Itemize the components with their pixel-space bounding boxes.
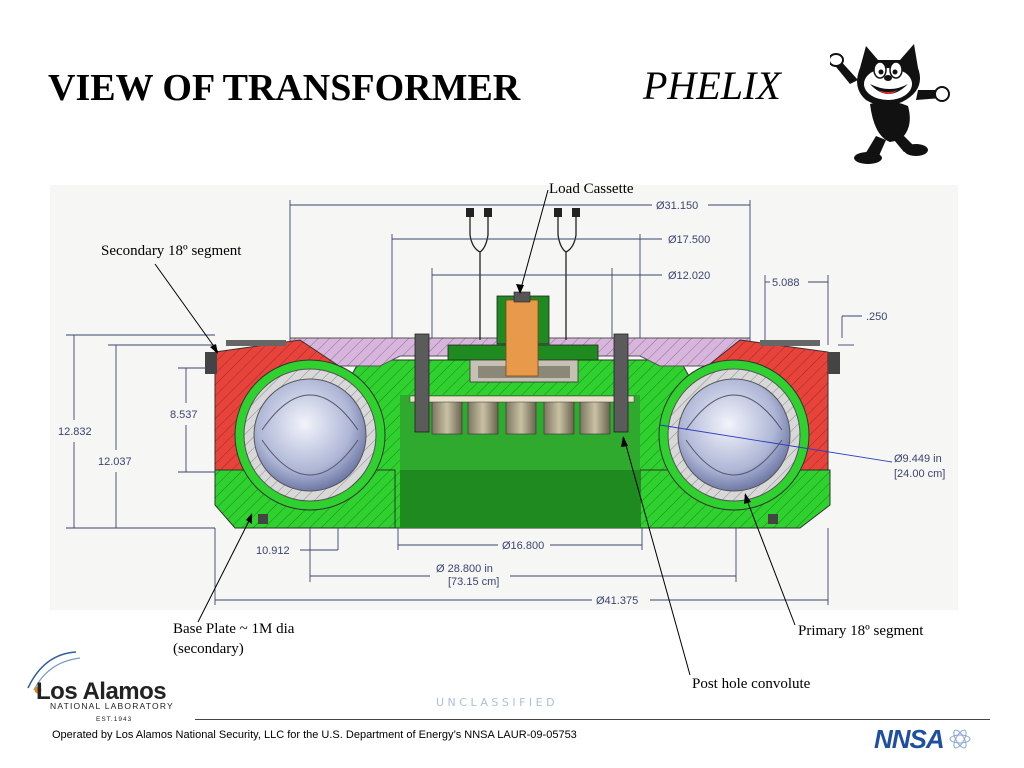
dim-16-800: Ø16.800 — [502, 540, 544, 552]
dim-12-037: 12.037 — [98, 456, 132, 468]
callout-load-cassette: Load Cassette — [549, 181, 634, 197]
dim-17-500: Ø17.500 — [668, 234, 710, 246]
dim-0-250: .250 — [866, 311, 887, 323]
inner-cylinders — [409, 395, 635, 435]
footer-divider — [195, 719, 990, 720]
callout-post-hole: Post hole convolute — [692, 676, 811, 692]
dim-9-449-in: Ø9.449 in — [894, 453, 942, 465]
dim-41-375: Ø41.375 — [596, 595, 638, 607]
dim-28-800-in: Ø 28.800 in — [436, 563, 493, 575]
primary-torus-right — [658, 359, 810, 511]
primary-torus-left — [234, 359, 386, 511]
dim-31-150: Ø31.150 — [656, 200, 698, 212]
post-left — [414, 333, 430, 433]
load-cassette — [447, 291, 599, 383]
footer-operated-by: Operated by Los Alamos National Security… — [52, 729, 577, 741]
dim-5-088: 5.088 — [772, 277, 800, 289]
felix-cat-mascot — [830, 44, 950, 164]
dim-8-537: 8.537 — [170, 409, 198, 421]
dim-12-832: 12.832 — [58, 426, 92, 438]
callout-leaders — [154, 189, 796, 676]
dim-73-15-cm: [73.15 cm] — [448, 576, 499, 588]
los-alamos-logo-icon — [27, 651, 81, 694]
lab-established: EST.1943 — [96, 716, 133, 723]
callout-base-plate: Base Plate ~ 1M dia — [173, 621, 295, 637]
nnsa-logo: NNSA — [874, 725, 971, 753]
svg-text:NNSA: NNSA — [874, 725, 944, 753]
dim-24-cm: [24.00 cm] — [894, 468, 945, 480]
post-right — [613, 333, 629, 433]
page-title: VIEW OF TRANSFORMER — [48, 67, 521, 109]
project-name: PHELIX — [643, 63, 781, 108]
lab-subtitle: NATIONAL LABORATORY — [50, 701, 174, 711]
callout-primary-segment: Primary 18º segment — [798, 623, 924, 639]
dimension-lines — [66, 200, 893, 605]
signal-cables — [469, 215, 577, 340]
bolts — [205, 340, 840, 524]
callout-base-plate-sub: (secondary) — [173, 641, 244, 657]
dim-12-020: Ø12.020 — [668, 270, 710, 282]
callout-secondary-segment: Secondary 18º segment — [101, 243, 242, 259]
dim-10-912: 10.912 — [256, 545, 290, 557]
classification-label: UNCLASSIFIED — [436, 696, 559, 709]
lab-name: Los Alamos — [36, 678, 167, 705]
